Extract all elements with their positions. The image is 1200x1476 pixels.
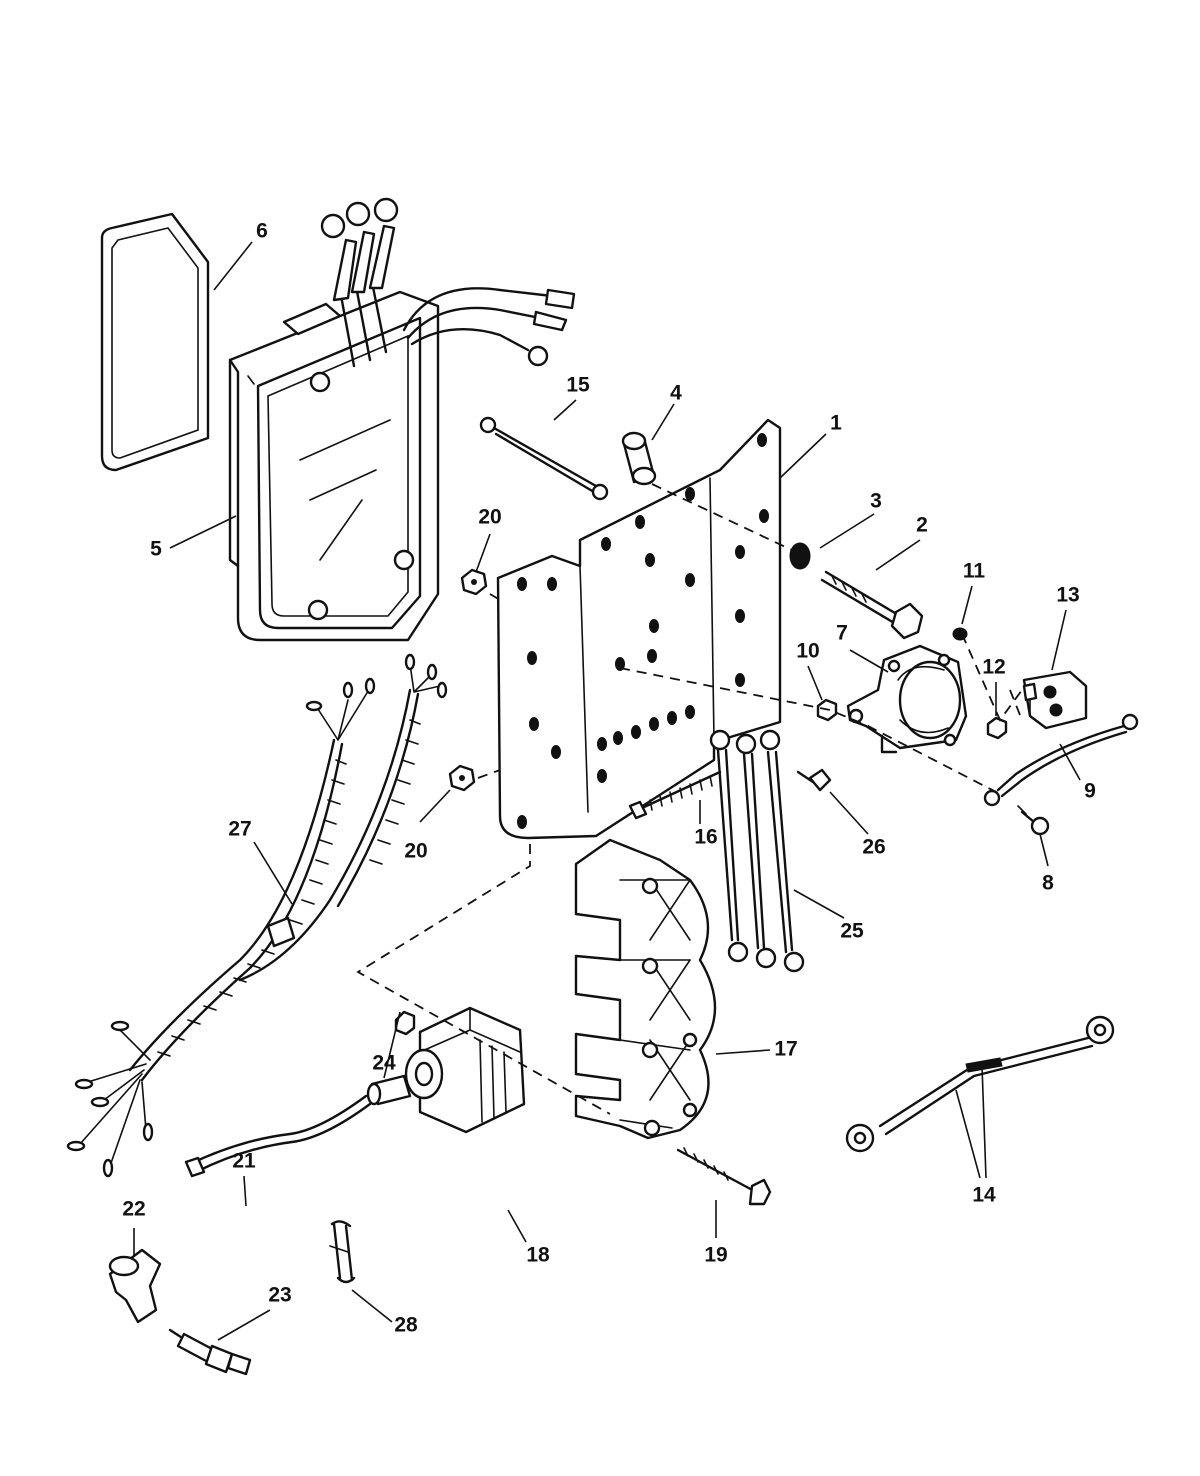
callout-11: 11 <box>963 560 986 583</box>
part-28-clip[interactable] <box>329 1220 356 1284</box>
part-4-spacer[interactable] <box>621 431 657 486</box>
part-23-spark-plug[interactable] <box>168 1328 252 1376</box>
callout-10: 10 <box>796 640 819 663</box>
part-25-leads[interactable] <box>709 729 805 973</box>
callout-24: 24 <box>372 1052 396 1075</box>
callout-9: 9 <box>1084 780 1096 803</box>
part-26-screw[interactable] <box>796 768 832 792</box>
part-22-spark-plug-boot[interactable] <box>108 1248 162 1324</box>
callout-25: 25 <box>840 920 864 943</box>
callout-20-upper: 20 <box>478 506 501 529</box>
callout-15: 15 <box>566 374 590 397</box>
callout-26: 26 <box>862 836 885 859</box>
callout-28: 28 <box>394 1314 418 1337</box>
part-8-screw[interactable] <box>1017 805 1050 836</box>
callout-7: 7 <box>836 622 848 645</box>
part-27-wiring-harness[interactable] <box>66 653 448 1178</box>
part-13-terminal-block[interactable] <box>1022 670 1088 730</box>
part-19-bolt[interactable] <box>676 1147 772 1206</box>
part-15-ground-strap[interactable] <box>479 416 609 501</box>
callout-20-lower: 20 <box>404 840 427 863</box>
callout-22: 22 <box>122 1198 145 1221</box>
part-14-battery-cable[interactable] <box>845 1015 1115 1153</box>
part-20-nut-upper[interactable] <box>460 568 488 596</box>
part-3-washer[interactable] <box>789 542 811 570</box>
part-6-gasket[interactable] <box>100 212 210 472</box>
callout-4: 4 <box>670 382 682 405</box>
callout-5: 5 <box>150 538 162 561</box>
callout-6: 6 <box>256 220 268 243</box>
callout-13: 13 <box>1056 584 1079 607</box>
callout-17: 17 <box>774 1038 797 1061</box>
part-2-bolt[interactable] <box>820 570 924 640</box>
callout-14: 14 <box>972 1184 996 1207</box>
part-18-ignition-coil[interactable] <box>366 1006 526 1134</box>
callout-16: 16 <box>694 826 717 849</box>
part-9-lead[interactable] <box>983 713 1139 807</box>
callout-1: 1 <box>830 412 842 435</box>
callout-27: 27 <box>228 818 251 841</box>
callout-3: 3 <box>870 490 882 513</box>
callout-labels: 1 2 3 4 5 6 7 8 9 10 11 12 13 14 15 16 1… <box>122 220 1096 1337</box>
callout-23: 23 <box>268 1284 291 1307</box>
part-21-high-tension-lead[interactable] <box>184 1094 372 1178</box>
assembly-lines <box>356 483 1023 1115</box>
part-16-screw[interactable] <box>628 770 722 820</box>
callout-2: 2 <box>916 514 928 537</box>
leader-lines <box>133 241 1081 1341</box>
part-11-nut[interactable] <box>952 627 968 641</box>
callout-19: 19 <box>704 1244 727 1267</box>
callout-18: 18 <box>526 1244 550 1267</box>
callout-8: 8 <box>1042 872 1054 895</box>
part-1-mounting-plate[interactable] <box>496 418 782 840</box>
part-7-starter-solenoid[interactable] <box>846 644 968 754</box>
part-20-nut-lower[interactable] <box>448 764 476 792</box>
part-5-switch-box[interactable] <box>228 197 576 642</box>
part-12-nut[interactable] <box>986 716 1008 740</box>
part-17-coil-bracket[interactable] <box>574 838 717 1140</box>
callout-12: 12 <box>982 656 1005 679</box>
callout-21: 21 <box>232 1150 256 1173</box>
